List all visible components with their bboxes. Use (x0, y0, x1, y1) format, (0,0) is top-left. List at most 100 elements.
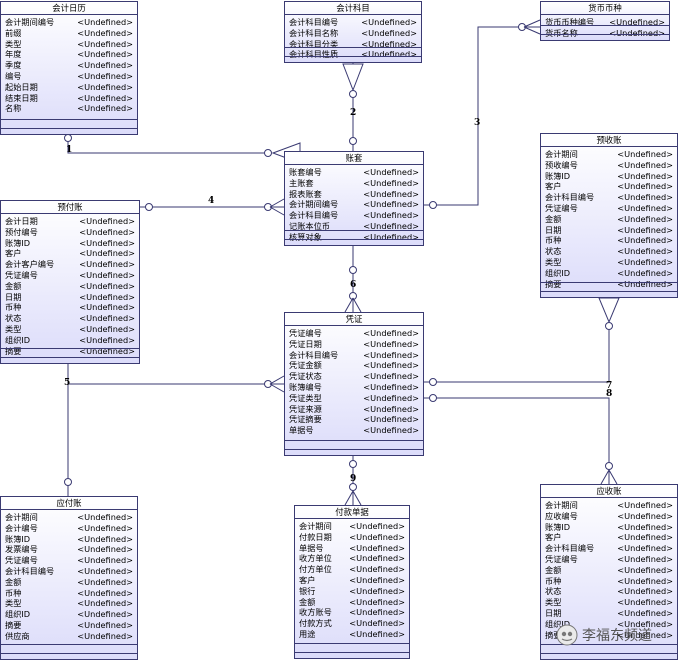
attribute-name: 年度 (5, 49, 22, 60)
attribute-type: <Undefined> (77, 60, 133, 71)
attribute-name: 日期 (5, 291, 22, 302)
attribute-row: 组织ID <Undefined> (5, 609, 133, 620)
attribute-name: 摘要 (545, 278, 562, 289)
attribute-type: <Undefined> (349, 628, 405, 639)
attribute-type: <Undefined> (77, 544, 133, 555)
attribute-row: 前缀<Undefined> (5, 28, 133, 39)
attribute-name: 账簿ID (545, 521, 571, 532)
attribute-row: 金额<Undefined> (299, 597, 405, 608)
compartment-divider (541, 291, 677, 292)
attribute-row: 类型<Undefined> (545, 257, 673, 268)
attribute-type: <Undefined> (363, 328, 419, 338)
attribute-row: 编号<Undefined> (5, 71, 133, 82)
entity-yushou-zhang: 预收账会计期间<Undefined>预收编号<Undefined>账簿ID<Un… (540, 133, 678, 298)
attribute-row: 客户<Undefined> (545, 181, 673, 192)
compartment-divider (1, 644, 137, 645)
attribute-name: 货币币种编号 (545, 17, 595, 27)
attribute-row: 日期<Undefined> (545, 608, 673, 619)
attribute-type: <Undefined> (79, 280, 135, 291)
attribute-row: 组织ID <Undefined> (5, 335, 135, 346)
attribute-row: 凭证编号<Undefined> (545, 203, 673, 214)
attribute-row: 单据号<Undefined> (289, 425, 419, 436)
attribute-name: 凭证日期 (289, 338, 322, 349)
compartment-divider (1, 653, 137, 654)
attribute-row: 凭证类型<Undefined> (289, 393, 419, 404)
attribute-name: 凭证金额 (289, 360, 322, 371)
attribute-type: <Undefined> (617, 575, 673, 586)
attribute-type: <Undefined> (617, 202, 673, 213)
attribute-row: 凭证编号<Undefined> (5, 555, 133, 566)
entity-title: 付款单据 (295, 506, 409, 519)
attribute-row: 会计期间编号<Undefined> (5, 17, 133, 28)
compartment-divider (295, 652, 409, 653)
attribute-row: 日期<Undefined> (545, 225, 673, 236)
attribute-list: 凭证编号<Undefined>凭证日期<Undefined>会计科目编号<Und… (285, 326, 423, 436)
attribute-type: <Undefined> (77, 576, 133, 587)
attribute-type: <Undefined> (617, 532, 673, 543)
relation-label-3: 3 (474, 118, 481, 128)
attribute-list: 会计科目编号<Undefined>会计科目名称<Undefined>会计科目分类… (285, 15, 421, 60)
attribute-type: <Undefined> (363, 210, 419, 221)
attribute-name: 金额 (545, 213, 562, 224)
attribute-name: 摘要 (545, 629, 562, 640)
attribute-name: 会计科目编号 (289, 349, 339, 360)
attribute-name: 主账套 (289, 177, 314, 188)
attribute-row: 付方单位<Undefined> (299, 564, 405, 575)
attribute-row: 客户<Undefined> (5, 248, 135, 259)
attribute-name: 会计科目编号 (5, 565, 55, 576)
attribute-name: 会计客户编号 (5, 259, 55, 270)
attribute-row: 摘要 <Undefined> (545, 279, 673, 290)
attribute-type: <Undefined> (617, 278, 673, 289)
compartment-divider (1, 128, 137, 129)
attribute-row: 年度<Undefined> (5, 49, 133, 60)
entity-yingfu-zhang: 应付账会计期间<Undefined>会计编号<Undefined>账簿ID<Un… (0, 496, 138, 660)
attribute-name: 组织ID (545, 267, 571, 278)
attribute-type: <Undefined> (79, 226, 135, 237)
attribute-row: 银行<Undefined> (299, 586, 405, 597)
attribute-name: 记账本位币 (289, 220, 330, 231)
attribute-type: <Undefined> (79, 259, 135, 270)
compartment-divider (541, 644, 677, 645)
attribute-name: 凭证状态 (289, 371, 322, 382)
attribute-type: <Undefined> (617, 553, 673, 564)
attribute-type: <Undefined> (617, 170, 673, 181)
watermark: 李福东频道 (556, 621, 676, 649)
attribute-row: 季度<Undefined> (5, 60, 133, 71)
attribute-row: 会计编号<Undefined> (5, 523, 133, 534)
attribute-row: 会计期间<Undefined> (545, 500, 673, 511)
attribute-name: 单据号 (289, 425, 314, 436)
attribute-name: 客户 (545, 532, 562, 543)
attribute-row: 状态<Undefined> (545, 246, 673, 257)
attribute-row: 凭证编号<Undefined> (545, 554, 673, 565)
attribute-name: 银行 (299, 585, 316, 596)
attribute-type: <Undefined> (363, 381, 419, 392)
attribute-type: <Undefined> (617, 543, 673, 554)
attribute-type: <Undefined> (349, 542, 405, 553)
attribute-type: <Undefined> (363, 231, 419, 242)
attribute-type: <Undefined> (79, 237, 135, 248)
attribute-name: 核算对象 (289, 231, 322, 242)
attribute-name: 币种 (545, 575, 562, 586)
attribute-type: <Undefined> (363, 199, 419, 210)
entity-title: 货币币种 (541, 2, 669, 15)
attribute-row: 金额<Undefined> (545, 214, 673, 225)
attribute-name: 凭证编号 (5, 269, 38, 280)
attribute-name: 会计科目编号 (289, 210, 339, 221)
attribute-type: <Undefined> (361, 38, 417, 49)
attribute-row: 账簿ID<Undefined> (545, 171, 673, 182)
relation-label-5: 5 (64, 378, 71, 388)
attribute-name: 会计科目性质 (289, 49, 339, 60)
attribute-type: <Undefined> (79, 248, 135, 259)
attribute-row: 类型<Undefined> (5, 39, 133, 50)
compartment-divider (541, 282, 677, 283)
attribute-row: 供应商<Undefined> (5, 631, 133, 642)
attribute-row: 会计科目编号 <Undefined> (289, 210, 419, 221)
attribute-list: 货币币种编号<Undefined>货币名称<Undefined> (541, 15, 669, 39)
attribute-name: 组织ID (5, 609, 31, 620)
attribute-type: <Undefined> (77, 619, 133, 630)
entity-title: 预收账 (541, 134, 677, 147)
attribute-type: <Undefined> (79, 334, 135, 345)
attribute-name: 组织ID (5, 334, 31, 345)
attribute-type: <Undefined> (77, 609, 133, 620)
